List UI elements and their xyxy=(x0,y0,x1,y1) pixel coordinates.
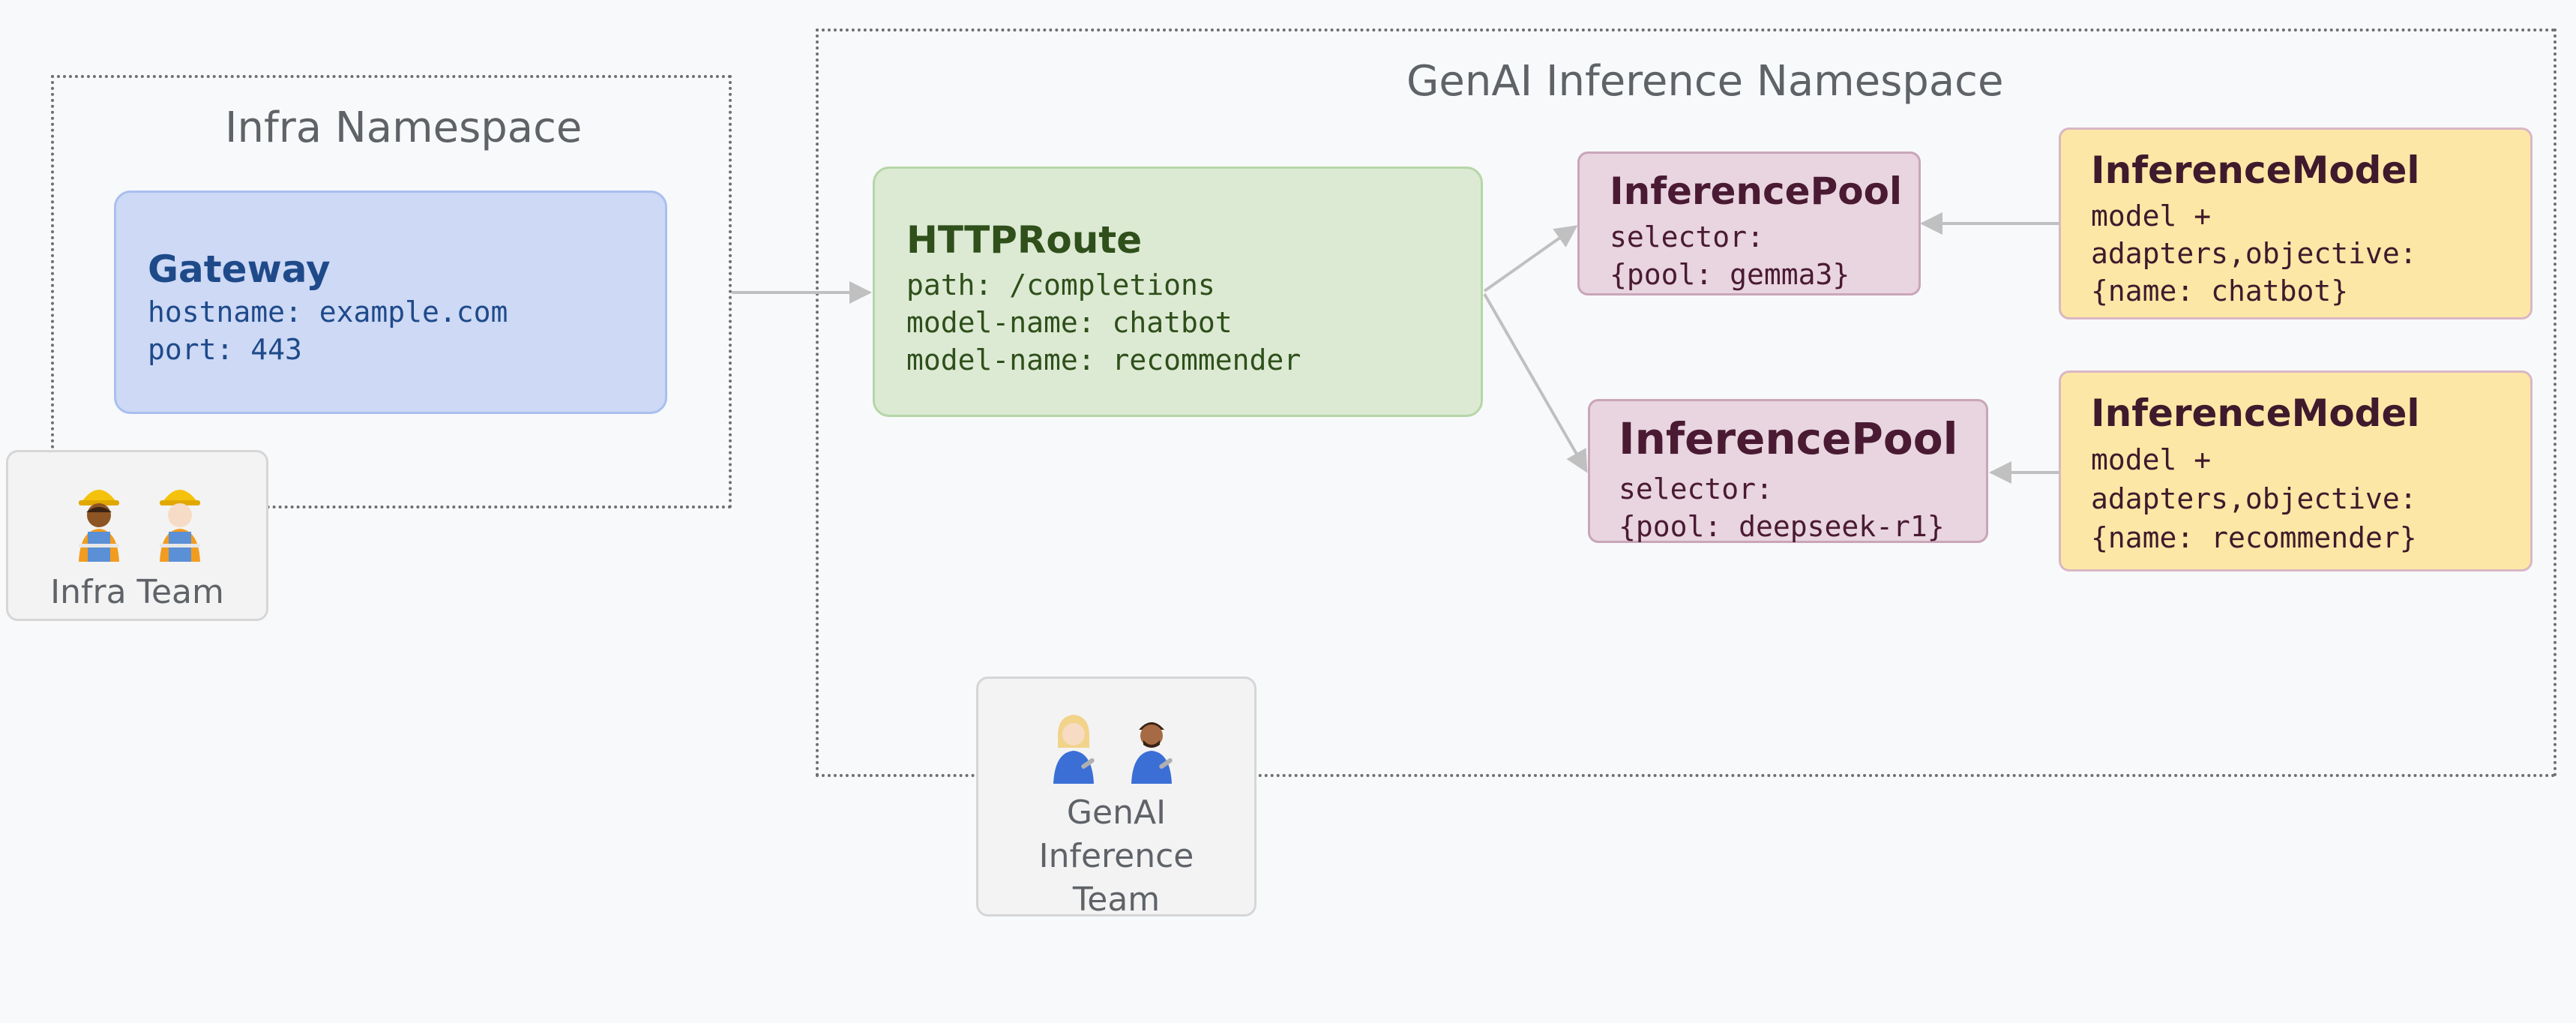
httproute-model-chatbot: model-name: chatbot xyxy=(906,306,1233,339)
httproute-title: HTTPRoute xyxy=(906,218,1143,262)
infra-namespace xyxy=(51,75,732,508)
genai-namespace xyxy=(816,28,2557,777)
gateway-port: port: 443 xyxy=(148,333,302,366)
model-2-line-3: {name: recommender} xyxy=(2091,521,2417,554)
model-1-line-1: model + xyxy=(2091,200,2212,232)
httproute-path: path: /completions xyxy=(906,268,1215,302)
model-1-title: InferenceModel xyxy=(2091,148,2420,192)
pool-2-pool: {pool: deepseek-r1} xyxy=(1619,510,1945,543)
model-2-title: InferenceModel xyxy=(2091,392,2420,435)
model-2-line-1: model + xyxy=(2091,443,2212,476)
mechanic-man-icon xyxy=(1131,722,1173,784)
infra-team-label: Infra Team xyxy=(50,573,224,611)
mechanic-woman-icon xyxy=(1053,715,1095,784)
inference-model-chatbot: InferenceModel model + adapters,objectiv… xyxy=(2059,128,2533,320)
httproute-box: HTTPRoute path: /completions model-name:… xyxy=(873,166,1483,417)
pool-1-pool: {pool: gemma3} xyxy=(1610,258,1850,291)
inference-pool-deepseek: InferencePool selector: {pool: deepseek-… xyxy=(1588,399,1988,543)
model-1-line-2: adapters,objective: xyxy=(2091,237,2417,270)
inference-pool-gemma3: InferencePool selector: {pool: gemma3} xyxy=(1577,152,1921,296)
infra-namespace-title: Infra Namespace xyxy=(225,104,583,152)
httproute-model-recommender: model-name: recommender xyxy=(906,344,1301,376)
genai-namespace-title: GenAI Inference Namespace xyxy=(1406,57,2004,106)
arrow-httproute-to-pool-2 xyxy=(1483,293,1588,473)
model-1-line-3: {name: chatbot} xyxy=(2091,274,2349,308)
arrow-httproute-to-pool-1 xyxy=(1483,225,1578,292)
gateway-box: Gateway hostname: example.com port: 443 xyxy=(114,190,667,414)
genai-team-label-line-2: Inference xyxy=(1038,837,1194,875)
pool-2-selector: selector: xyxy=(1619,472,1773,506)
model-2-line-2: adapters,objective: xyxy=(2091,482,2417,515)
pool-1-title: InferencePool xyxy=(1610,170,1903,213)
infra-team-card: Infra Team xyxy=(6,450,268,621)
construction-worker-man-icon xyxy=(160,490,200,562)
pool-2-title: InferencePool xyxy=(1619,413,1958,464)
genai-team-card: GenAI Inference Team xyxy=(976,676,1257,919)
inference-model-recommender: InferenceModel model + adapters,objectiv… xyxy=(2059,370,2533,572)
gateway-title: Gateway xyxy=(148,248,331,291)
genai-team-label-line-3: Team xyxy=(1072,880,1161,919)
construction-worker-woman-icon xyxy=(79,490,119,562)
genai-team-label-line-1: GenAI xyxy=(1066,794,1167,832)
gateway-hostname: hostname: example.com xyxy=(148,296,508,328)
pool-1-selector: selector: xyxy=(1610,220,1764,254)
